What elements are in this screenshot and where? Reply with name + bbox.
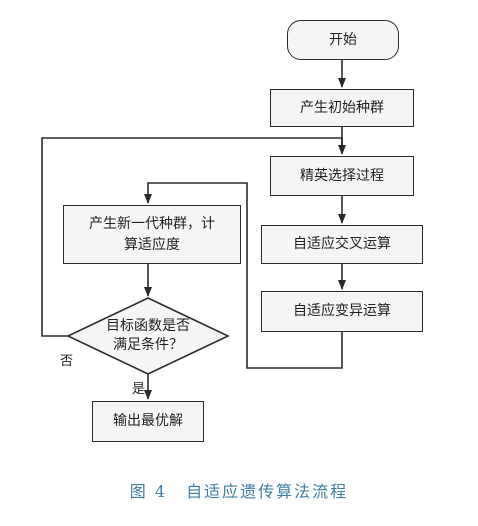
figure-caption: 图 4 自适应遗传算法流程 [0, 478, 478, 502]
edge-decision-to-elite [41, 137, 343, 337]
decision-diamond [66, 297, 230, 375]
figure-number: 图 4 [129, 482, 168, 501]
no-label: 否 [60, 354, 74, 369]
start-node: 开始 [287, 20, 399, 60]
figure-title: 自适应遗传算法流程 [186, 482, 349, 501]
new-generation-box: 产生新一代种群，计 算适应度 [63, 205, 241, 264]
decision-label: 目标函数是否 满足条件？ [106, 318, 190, 353]
adaptive-crossover-box: 自适应交叉运算 [261, 225, 423, 264]
init-population-box: 产生初始种群 [270, 89, 414, 127]
edge-mutation-to-new-generation [144, 182, 343, 369]
yes-label: 是 [132, 382, 146, 397]
elite-selection-box: 精英选择过程 [270, 156, 414, 196]
output-box: 输出最优解 [92, 401, 204, 442]
adaptive-mutation-box: 自适应变异运算 [261, 291, 423, 332]
